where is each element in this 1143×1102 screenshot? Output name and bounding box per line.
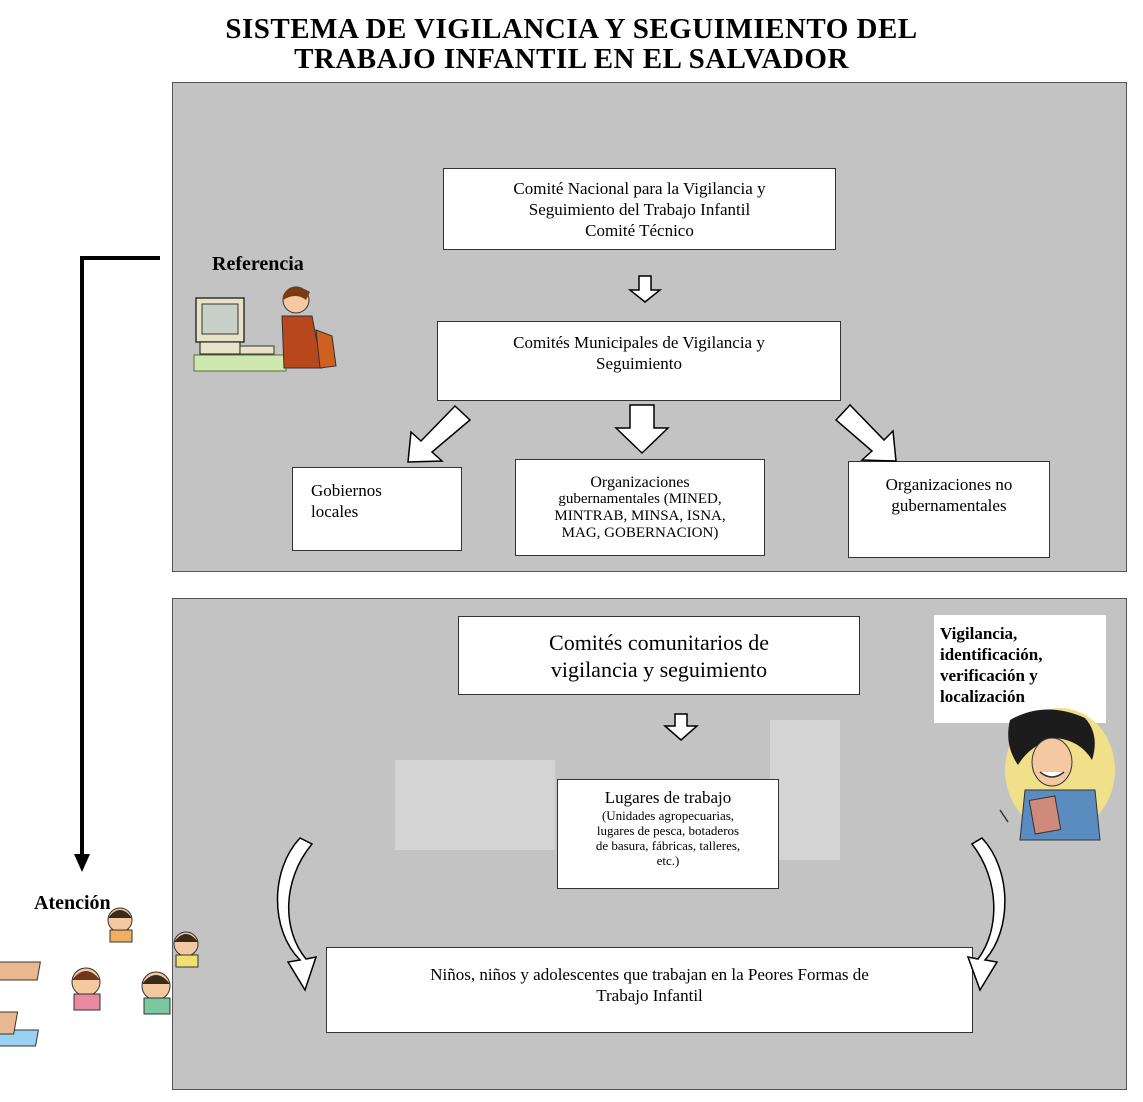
lugares-trabajo-line: lugares de pesca, botaderos xyxy=(596,823,740,838)
comites-comunitarios-line: vigilancia y seguimiento xyxy=(550,656,768,682)
down-arrow-icon xyxy=(627,275,663,303)
diagonal-arrow-left-icon xyxy=(407,404,472,463)
woman-clipboard-illustration xyxy=(999,708,1115,841)
down-arrow-icon xyxy=(663,713,699,741)
comite-nacional-box: Comité Nacional para la Vigilancia y Seg… xyxy=(443,168,836,250)
ninos-box: Niños, niños y adolescentes que trabajan… xyxy=(326,947,973,1033)
comite-nacional-line: Comité Técnico xyxy=(585,220,694,240)
computer-user-illustration xyxy=(193,286,337,372)
curved-arrow-left-icon xyxy=(276,837,318,992)
vigilancia-line: verificación y xyxy=(940,666,1038,685)
vigilancia-line: Vigilancia, xyxy=(940,624,1018,643)
org-gubernamentales-box: Organizaciones gubernamentales (MINED, M… xyxy=(515,459,765,556)
gobiernos-locales-line: Gobiernos xyxy=(311,481,382,500)
comites-comunitarios-line: Comités comunitarios de xyxy=(549,629,769,655)
lugares-trabajo-line: etc.) xyxy=(656,853,680,868)
org-gubernamentales-line: MAG, GOBERNACION) xyxy=(561,524,719,541)
org-no-gubernamentales-line: gubernamentales xyxy=(891,496,1007,515)
comites-comunitarios-box: Comités comunitarios de vigilancia y seg… xyxy=(458,616,860,695)
referencia-label: Referencia xyxy=(212,253,304,275)
org-gubernamentales-line: MINTRAB, MINSA, ISNA, xyxy=(554,507,726,524)
classroom-illustration xyxy=(0,907,199,1047)
vigilancia-line: identificación, xyxy=(940,645,1043,664)
comites-municipales-line: Comités Municipales de Vigilancia y xyxy=(513,333,765,352)
curved-arrow-right-icon xyxy=(966,837,1006,992)
atencion-arrowhead xyxy=(74,854,90,872)
lugares-trabajo-line: de basura, fábricas, talleres, xyxy=(595,838,741,853)
comites-municipales-line: Seguimiento xyxy=(596,354,682,373)
referencia-atencion-connector xyxy=(80,256,160,858)
lugares-trabajo-box: Lugares de trabajo (Unidades agropecuari… xyxy=(557,779,779,889)
ninos-line: Niños, niños y adolescentes que trabajan… xyxy=(430,965,869,984)
diagonal-arrow-right-icon xyxy=(834,403,897,462)
diagram-title-line-2: TRABAJO INFANTIL EN EL SALVADOR xyxy=(294,43,849,75)
down-arrow-icon xyxy=(614,404,670,455)
atencion-label: Atención xyxy=(34,892,111,914)
org-gubernamentales-line: Organizaciones xyxy=(590,473,690,491)
org-no-gubernamentales-box: Organizaciones no gubernamentales xyxy=(848,461,1050,558)
vigilancia-label: Vigilancia, identificación, verificación… xyxy=(934,615,1106,723)
lugares-trabajo-line: (Unidades agropecuarias, xyxy=(601,808,735,823)
faded-map-shape xyxy=(770,720,840,860)
lugares-trabajo-title: Lugares de trabajo xyxy=(604,788,732,807)
ninos-line: Trabajo Infantil xyxy=(596,986,703,1005)
comite-nacional-line: Seguimiento del Trabajo Infantil xyxy=(528,199,751,219)
diagram-title-line-1: SISTEMA DE VIGILANCIA Y SEGUIMIENTO DEL xyxy=(225,13,918,45)
comite-nacional-line: Comité Nacional para la Vigilancia y xyxy=(513,178,766,198)
faded-map-shape xyxy=(395,760,555,850)
vigilancia-line: localización xyxy=(940,687,1025,706)
org-no-gubernamentales-line: Organizaciones no xyxy=(885,475,1013,494)
gobiernos-locales-line: locales xyxy=(311,502,359,521)
org-gubernamentales-line: gubernamentales (MINED, xyxy=(558,490,722,507)
comites-municipales-box: Comités Municipales de Vigilancia y Segu… xyxy=(437,321,841,401)
gobiernos-locales-box: Gobiernos locales xyxy=(292,467,462,551)
